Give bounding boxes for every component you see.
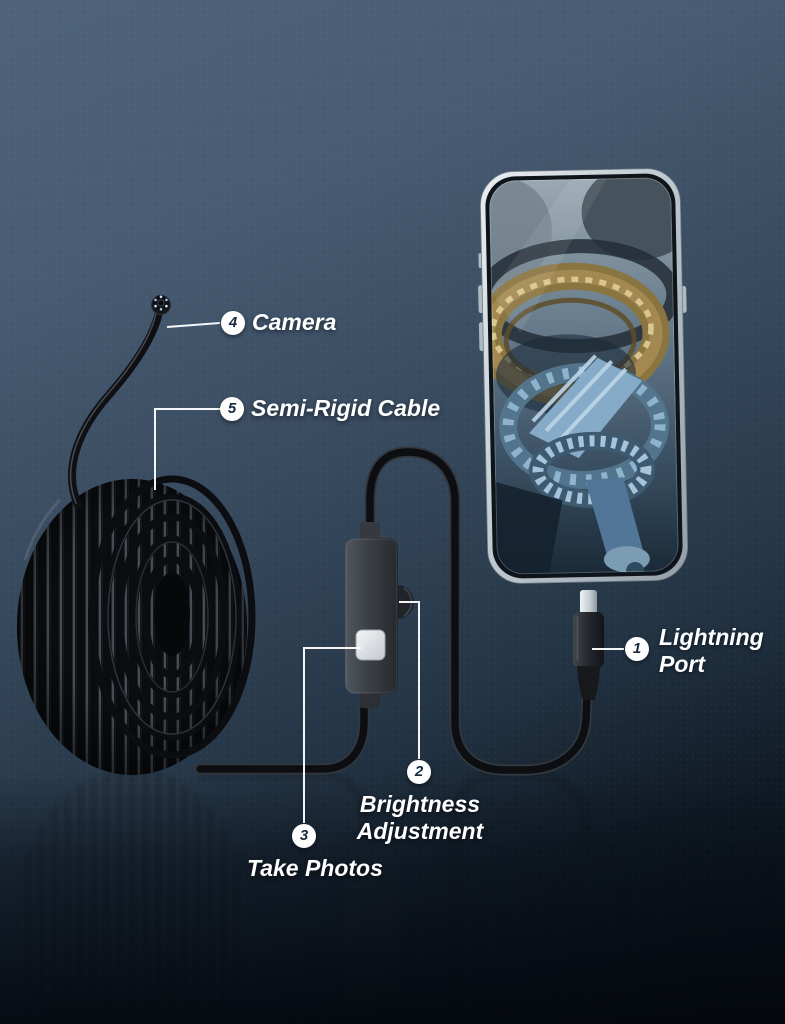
callout-leader-lines <box>154 322 624 823</box>
callout-2-label-line2: Adjustment <box>356 818 484 844</box>
lightning-connector <box>573 590 604 700</box>
callout-2-label-line1: Brightness <box>359 791 481 817</box>
callout-3-label: Take Photos <box>247 855 383 881</box>
callout-1-label-line1: Lightning <box>659 624 764 650</box>
callout-2-badge: 2 <box>407 760 431 784</box>
callout-3-badge: 3 <box>292 824 316 848</box>
control-unit <box>345 522 414 708</box>
glossy-floor <box>0 772 785 1024</box>
cable-coil <box>17 475 256 775</box>
smartphone <box>478 168 688 584</box>
callout-2-label: Brightness Adjustment <box>337 791 503 845</box>
photo-shutter-button <box>355 629 386 661</box>
phone-screen-gear-image <box>488 177 680 575</box>
usb-cable <box>194 446 593 776</box>
lightning-metal-tip <box>580 590 597 616</box>
camera-probe <box>68 295 171 509</box>
callout-1-badge: 1 <box>625 637 649 661</box>
callout-4-label: Camera <box>252 309 337 335</box>
camera-lens-icon <box>151 295 171 315</box>
callout-5-label: Semi-Rigid Cable <box>251 395 441 421</box>
callout-1-label-line2: Port <box>659 651 705 677</box>
callout-4-badge: 4 <box>221 311 245 335</box>
callout-5-badge: 5 <box>220 397 244 421</box>
callout-1-label: Lightning Port <box>659 624 764 678</box>
